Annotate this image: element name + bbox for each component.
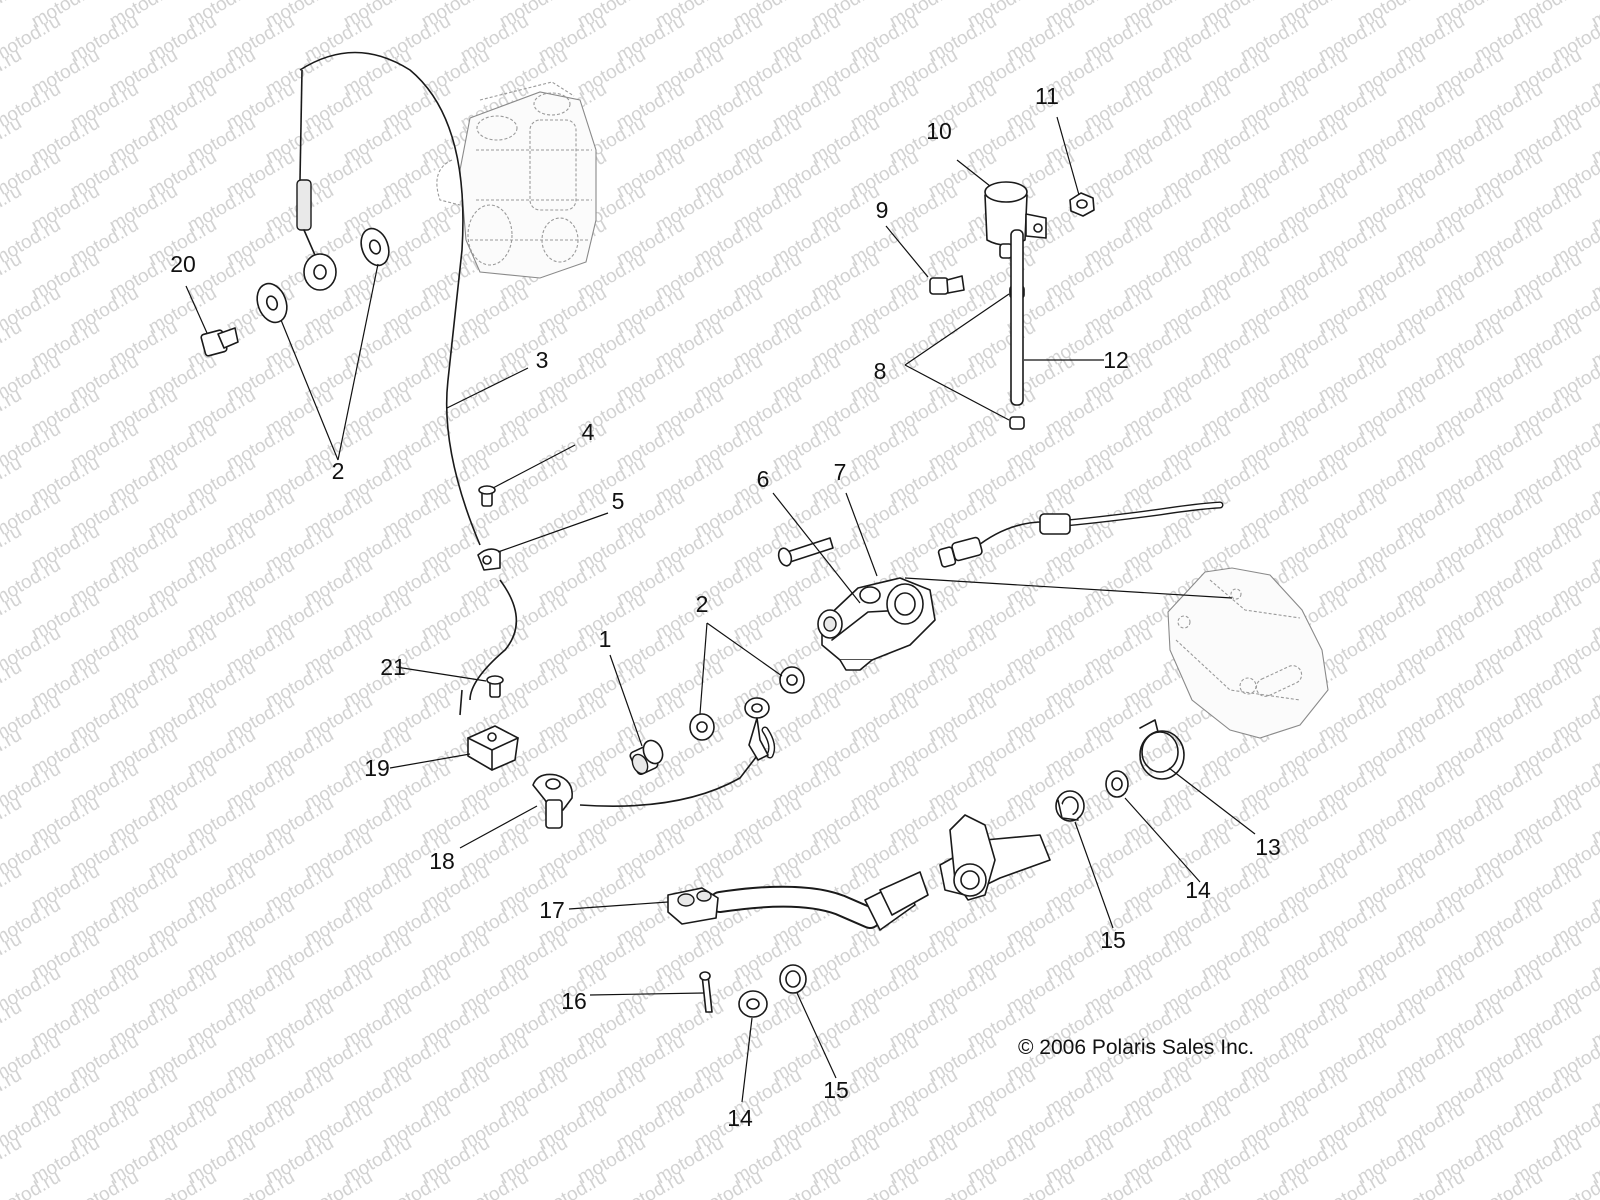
watermark-text: motod.ru	[1315, 1167, 1390, 1200]
screw-4	[478, 485, 496, 507]
watermark-text: motod.ru	[1003, 1167, 1078, 1200]
callout-21: 21	[380, 654, 406, 680]
callout-10: 10	[926, 118, 952, 144]
callout-4: 4	[582, 419, 595, 445]
watermark-text: motod.ru	[769, 1167, 844, 1200]
watermark-text: motod.ru	[223, 1167, 298, 1200]
callout-1: 1	[599, 626, 612, 652]
callout-8: 8	[874, 358, 887, 384]
callout-6: 6	[757, 466, 770, 492]
callout-2-top: 2	[332, 458, 345, 484]
watermark-text: motod.ru	[1237, 1167, 1312, 1200]
watermark-text: motod.ru	[535, 1167, 610, 1200]
callout-19: 19	[364, 755, 390, 781]
master-cylinder	[817, 577, 936, 671]
callout-15-lower: 15	[823, 1077, 849, 1103]
callout-15-right: 15	[1100, 927, 1126, 953]
copyright-notice: © 2006 Polaris Sales Inc.	[1018, 1036, 1254, 1059]
callout-7: 7	[834, 459, 847, 485]
screw-21	[486, 675, 504, 698]
watermark-text: motod.ru	[1081, 1167, 1156, 1200]
reservoir-hose	[1009, 229, 1025, 430]
callout-13: 13	[1255, 834, 1281, 860]
watermark-text: motod.ru	[67, 1167, 142, 1200]
callout-18: 18	[429, 848, 455, 874]
callout-17: 17	[539, 897, 565, 923]
watermark-text: motod.ru	[691, 1167, 766, 1200]
hose-clip	[477, 548, 501, 571]
watermark-text: motod.ru	[1159, 1167, 1234, 1200]
watermark-text: motod.ru	[613, 1167, 688, 1200]
watermark-text: motod.ru	[0, 0, 25, 32]
watermark-text: motod.ru	[1393, 1167, 1468, 1200]
watermark-text: motod.ru	[457, 1167, 532, 1200]
watermark-text: motod.ru	[847, 1167, 922, 1200]
callout-9: 9	[876, 197, 889, 223]
callout-3: 3	[536, 347, 549, 373]
callout-11: 11	[1035, 83, 1059, 109]
watermark-text: motod.ru	[1471, 1167, 1546, 1200]
nut	[1069, 192, 1095, 217]
watermark-text: motod.ru	[145, 1167, 220, 1200]
callout-2-mid: 2	[696, 591, 709, 617]
callout-12: 12	[1103, 347, 1129, 373]
callout-5: 5	[612, 488, 625, 514]
callout-14-right: 14	[1185, 877, 1211, 903]
callout-14-lower: 14	[727, 1105, 753, 1131]
callout-20: 20	[170, 251, 196, 277]
callout-16: 16	[561, 988, 587, 1014]
reservoir-bolt	[929, 275, 965, 295]
watermark-text: motod.ru	[301, 1167, 376, 1200]
watermark-text: motod.ru	[925, 1167, 1000, 1200]
watermark-text: motod.ru	[379, 1167, 454, 1200]
